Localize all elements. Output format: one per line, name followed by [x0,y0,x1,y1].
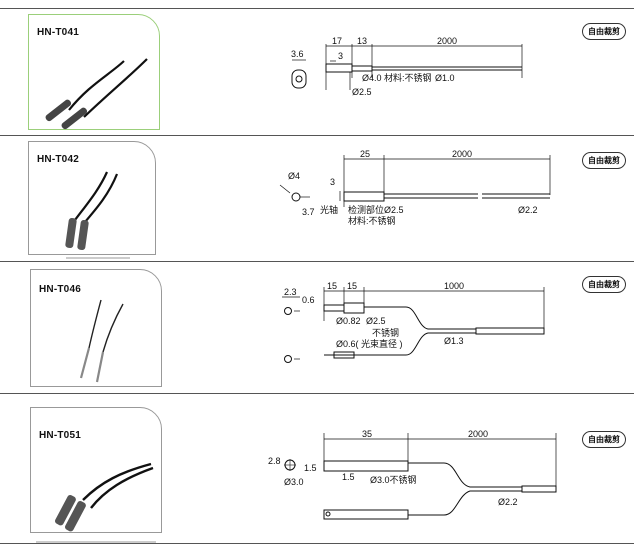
dim-label: Ø2.5 [352,87,372,97]
dim-label: Ø0.6( 光束直径 ) [336,338,403,349]
product-model: HN-T051 [39,430,81,441]
sensor-photo [45,58,148,130]
dim-label: 25 [360,149,370,159]
dim-label: 1000 [444,281,464,291]
dim-label: 3 [338,51,343,61]
free-cut-badge: 自由裁剪 [582,276,626,293]
dim-label: 1.5 [342,472,355,482]
dim-label: 2000 [437,36,457,46]
dim-label: Ø0.82 [336,316,361,326]
dim-label: Ø4 [288,171,300,181]
dim-label: 不锈钢 [372,327,399,338]
dim-label: 材料:不锈钢 [348,215,396,226]
dimension-drawing: 2.3 0.6 15 15 1000 Ø0.82 Ø2.5 不锈钢 Ø0.6( … [282,281,545,363]
dim-label: Ø1.0 [435,73,455,83]
dim-label: 3.7 [302,207,315,217]
product-card: HN-T042 [28,141,156,255]
dim-label: Ø1.3 [444,336,464,346]
dim-label: 3 [330,177,335,187]
underline [66,257,130,259]
dim-label: Ø2.5 [366,316,386,326]
divider [0,393,634,394]
product-model: HN-T046 [39,284,81,295]
dim-label: 35 [362,429,372,439]
dim-label: 2.3 [284,287,297,297]
product-model: HN-T042 [37,154,79,165]
dim-label: 2000 [468,429,488,439]
dim-label: Ø3.0不锈钢 [370,474,417,485]
product-model: HN-T041 [37,27,79,38]
product-row-hn-t046: HN-T046 自由裁剪 2.3 0.6 15 15 1000 Ø0.82 Ø2… [0,261,634,393]
dimension-drawing: 3.6 17 13 2000 3 Ø4.0 材料:不锈钢 Ø1.0 Ø2.5 [291,36,523,97]
dimension-drawing: Ø4 3.7 光轴 25 2000 3 检测部位Ø2.5 材料:不锈钢 Ø2.2 [279,149,551,226]
dimension-drawing: 35 2000 2.8 Ø3.0 1.5 1.5 Ø3.0不锈钢 Ø2.2 [268,429,557,520]
free-cut-badge: 自由裁剪 [582,152,626,169]
divider [0,543,634,544]
product-row-hn-t042: HN-T042 自由裁剪 Ø4 3.7 光轴 25 2000 3 检测部位Ø2.… [0,135,634,261]
underline [36,541,156,543]
dim-label: Ø3.0 [284,477,304,487]
dim-label: 15 [327,281,337,291]
product-card: HN-T041 [28,14,160,130]
dim-label: 检测部位Ø2.5 [348,204,404,215]
product-card: HN-T051 [30,407,162,533]
product-row-hn-t041: HN-T041 自由裁剪 3.6 17 13 2000 3 Ø4.0 材料:不锈… [0,8,634,135]
dim-label: 0.6 [302,295,315,305]
dim-label: 17 [332,36,342,46]
dim-label: 1.5 [304,463,317,473]
sensor-photo [79,299,124,383]
product-row-hn-t051: HN-T051 自由裁剪 35 2000 2.8 Ø3.0 1.5 1.5 Ø3… [0,393,634,543]
product-card: HN-T046 [30,269,162,387]
dim-label: 3.6 [291,49,304,59]
dim-label: 15 [347,281,357,291]
dim-label: 2.8 [268,456,281,466]
dim-label: Ø4.0 材料:不锈钢 [362,72,432,83]
divider [0,135,634,136]
dim-label: 光轴 [320,204,338,215]
dim-label: 13 [357,36,367,46]
dim-label: Ø2.2 [498,497,518,507]
dim-label: 2000 [452,149,472,159]
free-cut-badge: 自由裁剪 [582,23,626,40]
free-cut-badge: 自由裁剪 [582,431,626,448]
divider [0,261,634,262]
dim-label: Ø2.2 [518,205,538,215]
divider [0,8,634,9]
sensor-photo [65,171,119,251]
sensor-photo [55,462,154,532]
